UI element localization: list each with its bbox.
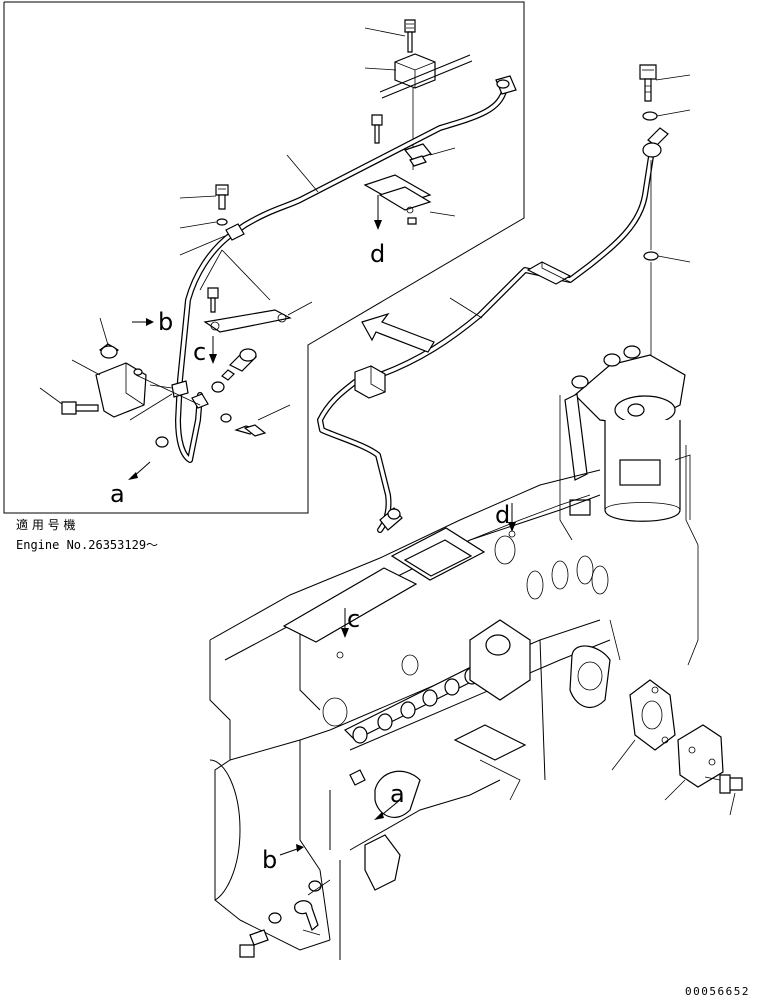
inset-letter-b: b — [158, 308, 173, 336]
engine-block — [209, 469, 611, 960]
gasket-cover — [569, 619, 743, 816]
inset-bracket-middle — [199, 249, 313, 364]
inset-view-arrows — [128, 318, 154, 480]
inset-letter-c: c — [193, 338, 206, 366]
direction-arrow — [361, 312, 435, 353]
inset-bracket-right — [363, 114, 456, 230]
applicability-label: 適 用 号 機 — [16, 517, 75, 532]
main-letter-d: d — [495, 501, 510, 529]
main-view-arrows — [279, 503, 516, 856]
main-letter-c: c — [347, 605, 360, 633]
inset-lube-pipe — [175, 75, 517, 463]
inset-eye-bolt — [155, 348, 291, 448]
inset-letter-a: a — [110, 480, 125, 508]
main-lube-pipe — [317, 147, 655, 533]
inset-frame — [3, 1, 525, 514]
inset-letter-d: d — [370, 240, 385, 268]
inset-bolt-left — [179, 184, 229, 256]
main-top-bolt — [639, 64, 691, 360]
main-letter-a: a — [390, 780, 405, 808]
filter-assembly — [559, 345, 699, 666]
inset-lower-bracket — [39, 317, 209, 421]
main-letter-b: b — [262, 846, 277, 874]
inset-top-clamp — [364, 19, 473, 170]
document-number: 00056652 — [685, 985, 750, 998]
main-lower-bolts — [239, 879, 331, 958]
engine-serial-number: Engine No.26353129～ — [16, 538, 158, 552]
